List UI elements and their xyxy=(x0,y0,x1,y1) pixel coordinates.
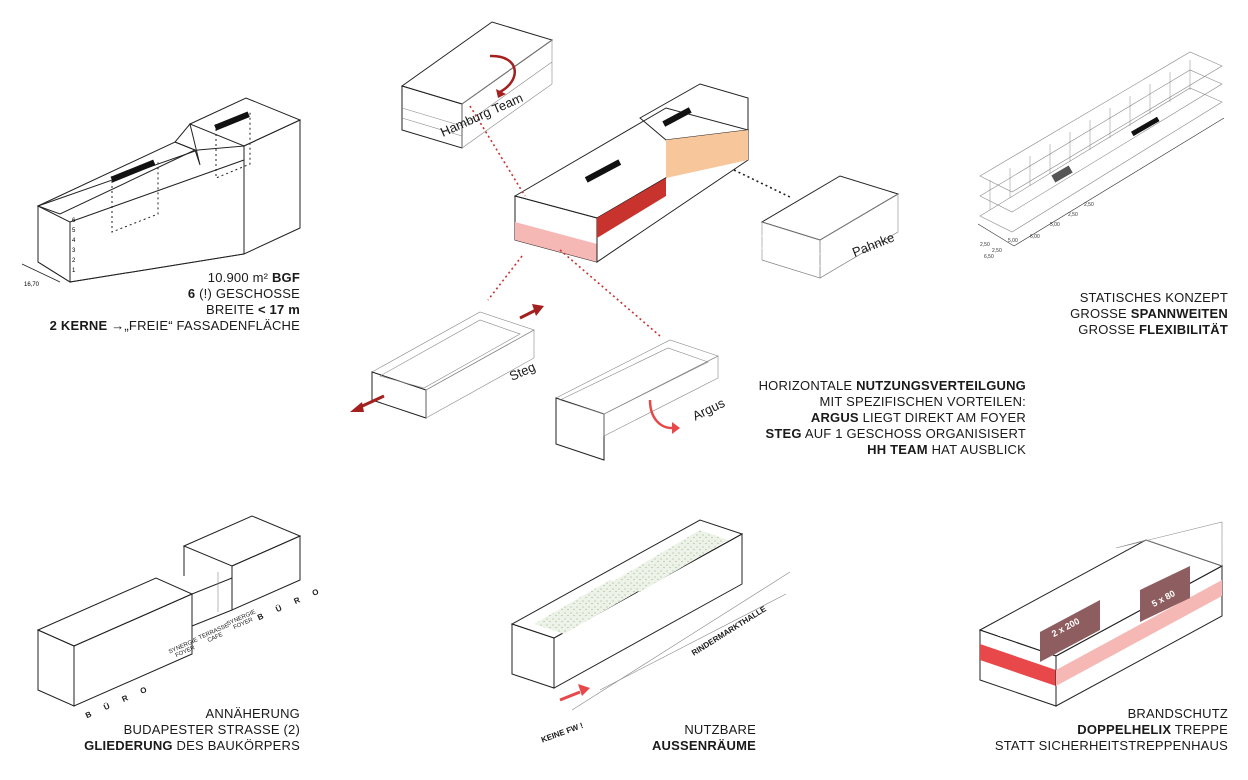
brand-title: BRANDSCHUTZ xyxy=(1127,706,1228,721)
floor-number: 2 xyxy=(72,258,76,264)
span-labels: 2,50 2,50 5,00 6,00 5,00 2,50 2,50 6,50 xyxy=(980,202,1094,260)
span-label: 6,50 xyxy=(984,254,994,260)
connector-steg xyxy=(487,255,523,301)
span-label: 5,00 xyxy=(1050,222,1060,228)
central-building-volume xyxy=(513,83,750,263)
argus-volume xyxy=(555,339,719,461)
span-label: 2,50 xyxy=(992,248,1002,254)
span-label: 2,50 xyxy=(980,242,990,248)
statik-l3-bold: FLEXIBILITÄT xyxy=(1138,322,1228,337)
cores-count: 2 KERNE xyxy=(49,318,108,333)
cores-text: →„FREIE“ FASSADENFLÄCHE xyxy=(107,318,300,333)
annaeherung-street: BUDAPESTER STRASSE (2) xyxy=(123,722,300,737)
caption-annaeherung: ANNÄHERUNG BUDAPESTER STRASSE (2) GLIEDE… xyxy=(84,706,300,754)
connector-argus xyxy=(559,249,661,337)
hamburg-team-volume xyxy=(400,21,554,149)
annaeherung-bold: GLIEDERUNG xyxy=(84,738,173,753)
span-label: 5,00 xyxy=(1008,238,1018,244)
steg-volume xyxy=(350,304,544,419)
span-label: 2,50 xyxy=(1084,202,1094,208)
approach-diagram xyxy=(36,515,302,707)
aussen-bold: AUSSENRÄUME xyxy=(651,738,756,753)
statik-title: STATISCHES KONZEPT xyxy=(1079,290,1228,305)
bgf-unit: BGF xyxy=(271,270,300,285)
floors-count: 6 xyxy=(187,286,196,301)
floor-number: 4 xyxy=(72,238,76,244)
building-bgf-diagram xyxy=(21,97,302,283)
structural-concept-diagram xyxy=(977,51,1225,247)
nutzung-l2: MIT SPEZIFISCHEN VORTEILEN: xyxy=(819,394,1026,409)
width-value: < 17 m xyxy=(257,302,300,317)
statik-l2-bold: SPANNWEITEN xyxy=(1130,306,1228,321)
caption-bgf: 10.900 m² BGF 6 (!) GESCHOSSE BREITE < 1… xyxy=(50,270,300,334)
statik-l2-text: GROSSE xyxy=(1070,306,1131,321)
nutzung-l1-bold: NUTZUNGSVERTEILGUNG xyxy=(856,378,1026,393)
floor-number: 6 xyxy=(72,218,76,224)
brand-bold: DOPPELHELIX xyxy=(1077,722,1172,737)
statik-l3-text: GROSSE xyxy=(1078,322,1139,337)
outdoor-spaces-diagram xyxy=(510,519,791,711)
aussen-title: NUTZBARE xyxy=(684,722,756,737)
fire-safety-diagram xyxy=(978,521,1224,707)
nutzung-steg: STEG xyxy=(765,426,802,441)
span-label: 6,00 xyxy=(1030,234,1040,240)
annaeherung-rest: DES BAUKÖRPERS xyxy=(172,738,300,753)
span-label: 2,50 xyxy=(1068,212,1078,218)
nutzung-steg-text: AUF 1 GESCHOSS ORGANISISERT xyxy=(801,426,1026,441)
nutzung-hh-text: HAT AUSBLICK xyxy=(927,442,1026,457)
brand-l3: STATT SICHERHEITSTREPPENHAUS xyxy=(994,738,1228,753)
fire-dim-120: 120 xyxy=(1142,572,1156,581)
pahnke-volume xyxy=(760,175,900,279)
width-dimension: 16,70 xyxy=(24,282,40,288)
caption-aussen: NUTZBARE AUSSENRÄUME xyxy=(652,722,756,754)
nutzung-l1-text: HORIZONTALE xyxy=(758,378,857,393)
nutzung-argus-text: LIEGT DIREKT AM FOYER xyxy=(858,410,1026,425)
width-text: BREITE xyxy=(205,302,258,317)
fire-dim-400c: 400 xyxy=(1180,532,1194,541)
brand-rest: TREPPE xyxy=(1171,722,1228,737)
floors-text: (!) GESCHOSSE xyxy=(195,286,300,301)
nutzung-argus: ARGUS xyxy=(810,410,859,425)
floor-number-labels: 1 2 3 4 5 6 xyxy=(72,218,76,274)
caption-nutzung: HORIZONTALE NUTZUNGSVERTEILGUNG MIT SPEZ… xyxy=(759,378,1026,458)
fire-dim-400b: 400 xyxy=(1118,596,1132,605)
annaeherung-title: ANNÄHERUNG xyxy=(205,706,300,721)
caption-brand: BRANDSCHUTZ DOPPELHELIX TREPPE STATT SIC… xyxy=(995,706,1228,754)
connector-pahnke xyxy=(733,169,793,199)
bgf-value: 10.900 m² xyxy=(207,270,272,285)
nutzung-hh: HH TEAM xyxy=(867,442,928,457)
floor-number: 3 xyxy=(72,248,76,254)
fire-dim-400a: 400 xyxy=(998,630,1012,639)
caption-statik: STATISCHES KONZEPT GROSSE SPANNWEITEN GR… xyxy=(1070,290,1228,338)
floor-number: 1 xyxy=(72,268,76,274)
floor-number: 5 xyxy=(72,228,76,234)
